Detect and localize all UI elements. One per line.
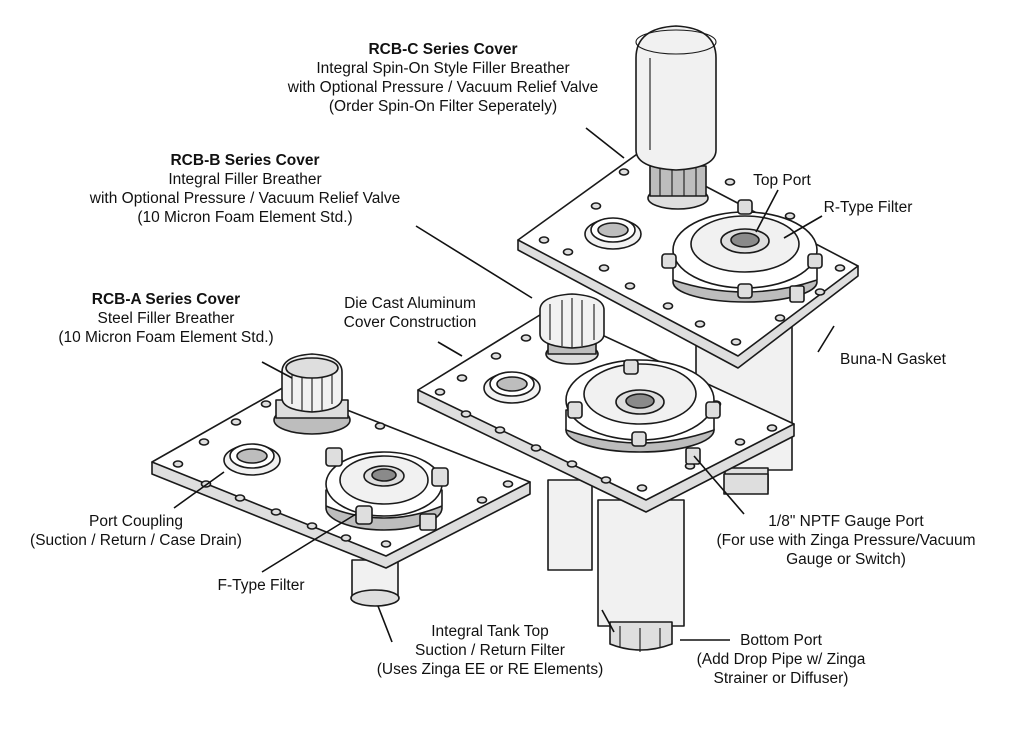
- label-line: Integral Tank Top: [431, 623, 549, 640]
- label-title: RCB-A Series Cover: [91, 291, 241, 308]
- label-line: (10 Micron Foam Element Std.): [137, 209, 353, 226]
- label-line: (10 Micron Foam Element Std.): [58, 329, 274, 346]
- label-f-type-filter: F-Type Filter: [196, 576, 326, 595]
- label-line: (Suction / Return / Case Drain): [30, 532, 242, 549]
- label-rcb-c-series-cover: RCB-C Series Cover Integral Spin-On Styl…: [258, 40, 628, 116]
- rcb-a-assembly: [151, 353, 531, 607]
- label-gauge-port: 1/8" NPTF Gauge Port (For use with Zinga…: [696, 512, 996, 569]
- label-title: RCB-C Series Cover: [368, 41, 518, 58]
- label-line: Strainer or Diffuser): [713, 670, 849, 687]
- label-line: Cover Construction: [343, 314, 477, 331]
- label-line: Top Port: [753, 172, 811, 189]
- label-line: Gauge or Switch): [786, 551, 906, 568]
- label-line: (Uses Zinga EE or RE Elements): [376, 661, 604, 678]
- label-integral-tank-top: Integral Tank Top Suction / Return Filte…: [358, 622, 622, 679]
- label-line: F-Type Filter: [217, 577, 305, 594]
- label-line: Suction / Return Filter: [415, 642, 565, 659]
- label-line: Port Coupling: [89, 513, 183, 530]
- label-line: 1/8" NPTF Gauge Port: [768, 513, 924, 530]
- label-line: (For use with Zinga Pressure/Vacuum: [716, 532, 976, 549]
- label-line: (Order Spin-On Filter Seperately): [328, 98, 558, 115]
- label-title: RCB-B Series Cover: [170, 152, 320, 169]
- label-line: with Optional Pressure / Vacuum Relief V…: [89, 190, 401, 207]
- label-die-cast-aluminum: Die Cast Aluminum Cover Construction: [320, 294, 500, 332]
- label-port-coupling: Port Coupling (Suction / Return / Case D…: [6, 512, 266, 550]
- label-buna-n-gasket: Buna-N Gasket: [818, 350, 968, 369]
- label-line: R-Type Filter: [823, 199, 913, 216]
- label-line: (Add Drop Pipe w/ Zinga: [696, 651, 866, 668]
- label-line: Steel Filler Breather: [97, 310, 235, 327]
- label-line: Integral Filler Breather: [168, 171, 322, 188]
- label-line: Buna-N Gasket: [840, 351, 946, 368]
- label-rcb-b-series-cover: RCB-B Series Cover Integral Filler Breat…: [55, 151, 435, 227]
- label-rcb-a-series-cover: RCB-A Series Cover Steel Filler Breather…: [26, 290, 306, 347]
- leader-lines: [173, 127, 835, 643]
- label-bottom-port: Bottom Port (Add Drop Pipe w/ Zinga Stra…: [676, 631, 886, 688]
- label-r-type-filter: R-Type Filter: [808, 198, 928, 217]
- label-line: Integral Spin-On Style Filler Breather: [316, 60, 570, 77]
- label-line: Bottom Port: [740, 632, 822, 649]
- rcb-b-assembly: [417, 293, 795, 652]
- label-top-port: Top Port: [732, 171, 832, 190]
- label-line: with Optional Pressure / Vacuum Relief V…: [287, 79, 599, 96]
- label-line: Die Cast Aluminum: [344, 295, 476, 312]
